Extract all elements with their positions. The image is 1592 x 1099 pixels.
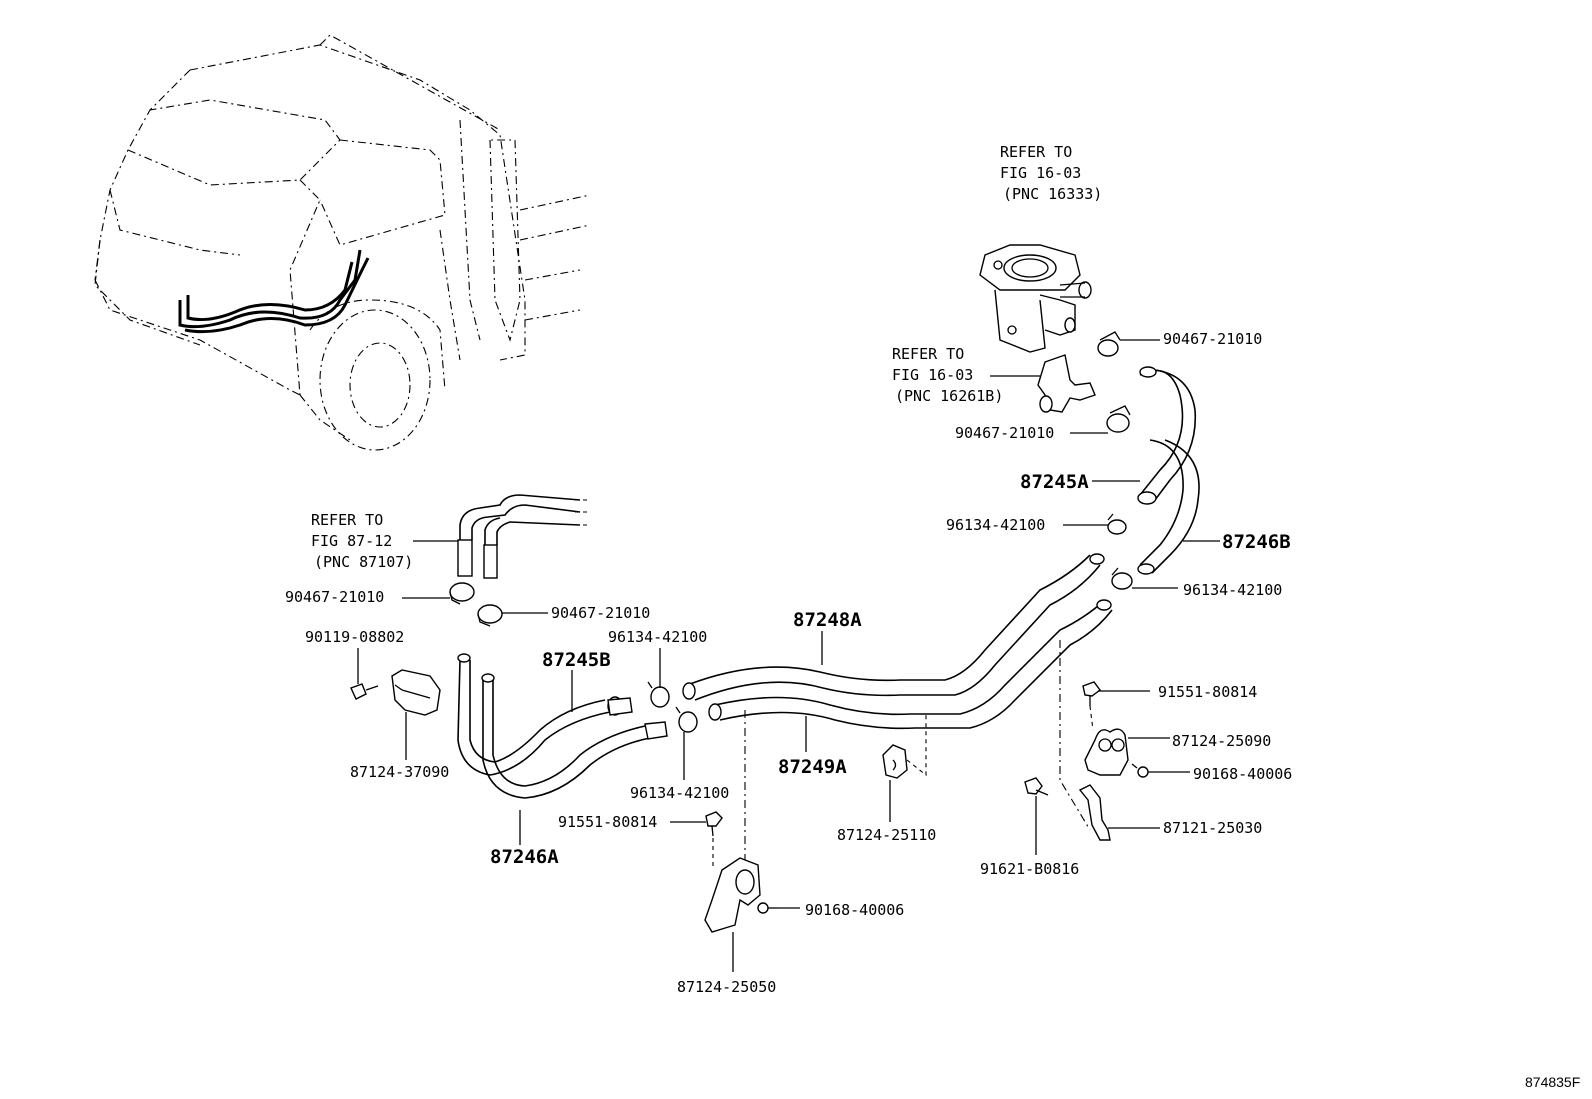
part-label-96134-42100: 96134-42100 — [630, 784, 729, 802]
bolt-91551-b — [1082, 681, 1101, 706]
heater-unit-pipes — [457, 494, 590, 579]
guide-line — [1059, 640, 1091, 831]
clamp-90467-left-a — [449, 582, 475, 605]
pipe-87248A — [682, 553, 1105, 701]
clamp-90467-upper-b — [1106, 405, 1131, 433]
svg-text:FIG 16-03: FIG 16-03 — [1000, 164, 1081, 182]
figure-id: 874835F — [1525, 1074, 1580, 1090]
clamp-90467-left-b — [477, 604, 503, 627]
svg-text:(PNC 16333): (PNC 16333) — [1003, 185, 1102, 203]
bolt-91551-a — [705, 811, 723, 837]
pipe-87249A — [708, 599, 1113, 730]
bolt-91621 — [1024, 777, 1049, 796]
part-label-90119-08802: 90119-08802 — [305, 628, 404, 646]
part-label-96134-42100: 96134-42100 — [608, 628, 707, 646]
part-label-87124-37090: 87124-37090 — [350, 763, 449, 781]
ref-label-fig-16-03-pnc-16333: REFER TO FIG 16-03 (PNC 16333) — [1000, 143, 1102, 203]
svg-text:REFER TO: REFER TO — [892, 345, 964, 363]
hose-87245A — [1137, 366, 1197, 505]
ref-label-fig-87-12: REFER TO FIG 87-12 (PNC 87107) — [311, 511, 413, 571]
screw-90168-b — [757, 902, 778, 914]
svg-text:REFER TO: REFER TO — [1000, 143, 1072, 161]
part-label-87245A: 87245A — [1020, 471, 1089, 493]
screw-90168-a — [1131, 763, 1149, 778]
part-label-90168-40006: 90168-40006 — [1193, 765, 1292, 783]
part-label-90467-21010: 90467-21010 — [955, 424, 1054, 442]
bracket-87124-25050 — [704, 857, 761, 933]
heater-valve — [1037, 354, 1096, 413]
guide-line — [1089, 705, 1094, 731]
part-label-87124-25110: 87124-25110 — [837, 826, 936, 844]
clamp-87124-25090 — [1084, 728, 1129, 776]
hose-87246A — [481, 673, 668, 799]
clamp-87124-37090 — [391, 669, 441, 716]
svg-text:(PNC 87107): (PNC 87107) — [314, 553, 413, 571]
clamp-96134-right-a — [1107, 513, 1127, 535]
part-label-90168-40006: 90168-40006 — [805, 901, 904, 919]
part-label-90467-21010: 90467-21010 — [551, 604, 650, 622]
part-label-87246A: 87246A — [490, 846, 559, 868]
svg-text:FIG 16-03: FIG 16-03 — [892, 366, 973, 384]
part-label-87124-25050: 87124-25050 — [677, 978, 776, 996]
svg-text:(PNC 16261B): (PNC 16261B) — [895, 387, 1003, 405]
clamp-90467-upper-a — [1097, 331, 1121, 357]
part-label-87248A: 87248A — [793, 609, 862, 631]
part-label-96134-42100: 96134-42100 — [946, 516, 1045, 534]
part-label-87245B: 87245B — [542, 649, 611, 671]
svg-text:REFER TO: REFER TO — [311, 511, 383, 529]
part-label-90467-21010: 90467-21010 — [285, 588, 384, 606]
part-label-87249A: 87249A — [778, 756, 847, 778]
ref-label-fig-16-03-pnc-16261b: REFER TO FIG 16-03 (PNC 16261B) — [892, 345, 1003, 405]
water-outlet-assembly — [979, 244, 1092, 353]
part-label-91551-80814: 91551-80814 — [558, 813, 657, 831]
part-label-87124-25090: 87124-25090 — [1172, 732, 1271, 750]
bolt-90119 — [350, 683, 379, 700]
leader-lines — [357, 339, 1220, 972]
part-label-87246B: 87246B — [1222, 531, 1291, 553]
truck-illustration — [94, 34, 591, 451]
part-label-91551-80814: 91551-80814 — [1158, 683, 1257, 701]
clamp-96134-left-b — [675, 706, 698, 733]
part-label-91621-B0816: 91621-B0816 — [980, 860, 1079, 878]
clip-87124-25110 — [882, 744, 908, 779]
clamp-96134-right-b — [1111, 567, 1133, 590]
hose-87245B — [457, 653, 633, 776]
part-label-96134-42100: 96134-42100 — [1183, 581, 1282, 599]
part-label-90467-21010: 90467-21010 — [1163, 330, 1262, 348]
part-label-87121-25030: 87121-25030 — [1163, 819, 1262, 837]
clamp-96134-left-a — [647, 681, 670, 708]
hose-87246B — [1137, 439, 1200, 575]
svg-text:FIG 87-12: FIG 87-12 — [311, 532, 392, 550]
bracket-87121-25030 — [1078, 784, 1111, 841]
guide-line — [906, 715, 927, 777]
